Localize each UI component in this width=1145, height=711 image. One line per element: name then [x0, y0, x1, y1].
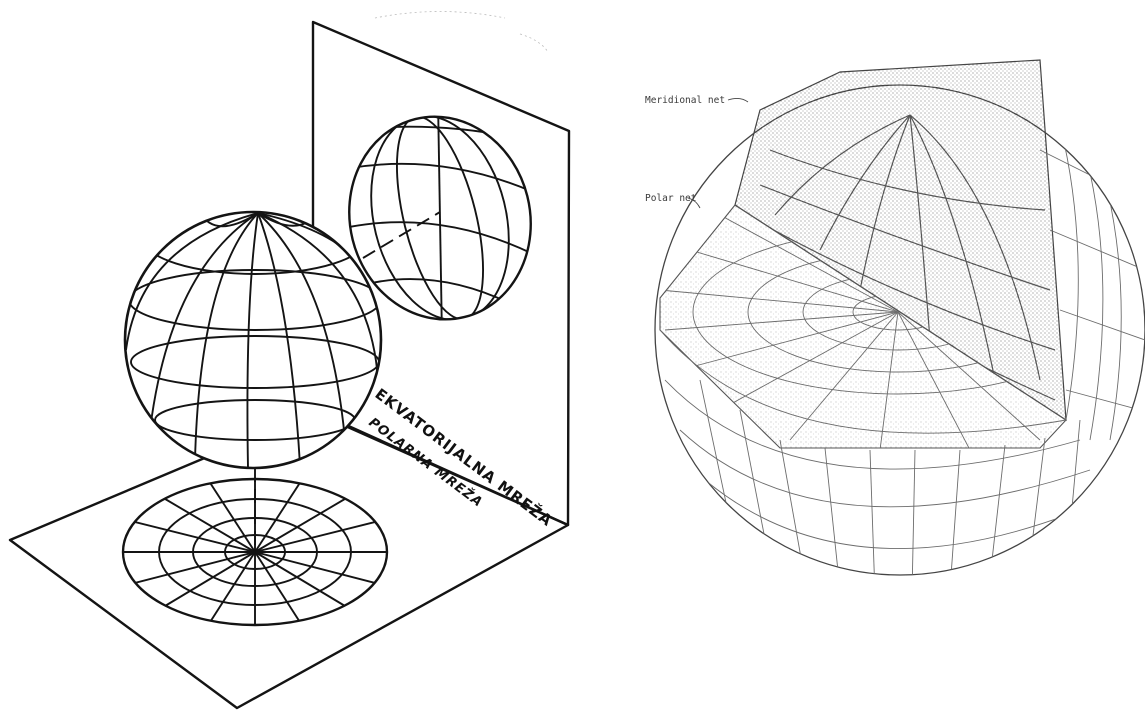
meridional-net-label: Meridional net: [645, 95, 725, 106]
equatorial-net-label: EKVATORIJALNA MREŽA: [372, 384, 557, 530]
globe-sphere: [125, 195, 381, 468]
projection-line-horizontal: [363, 212, 440, 258]
left-figure: EKVATORIJALNA MREŽA POLARNA MREŽA: [10, 12, 569, 709]
right-figure: Meridional net Polar net: [645, 60, 1145, 595]
polar-net: [120, 470, 390, 635]
